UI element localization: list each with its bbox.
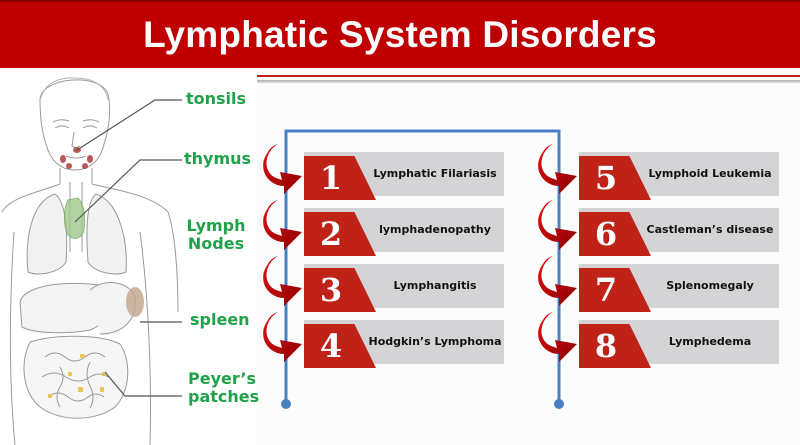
- label-spleen: spleen: [190, 310, 250, 329]
- disorder-name: Lymphoid Leukemia: [648, 167, 772, 180]
- curved-arrow-icon: [538, 256, 577, 306]
- disorder-item: 5 Lymphoid Leukemia: [579, 152, 779, 200]
- disorder-name: Splenomegaly: [666, 279, 754, 292]
- disorder-number: 4: [319, 327, 343, 365]
- disorder-item: 4 Hodgkin’s Lymphoma: [304, 320, 504, 368]
- disorder-name: Lymphatic Filariasis: [373, 167, 497, 180]
- connector-endpoint-right: [554, 399, 564, 409]
- curved-arrow-icon: [538, 312, 577, 362]
- page-title: Lymphatic System Disorders: [143, 14, 657, 55]
- disorder-item: 1 Lymphatic Filariasis: [304, 152, 504, 200]
- disorder-number: 5: [594, 159, 618, 197]
- disorder-item: 8 Lymphedema: [579, 320, 779, 368]
- disorder-name: Lymphedema: [668, 335, 752, 348]
- human-body-drawing: [1, 77, 182, 445]
- disorder-number: 1: [319, 159, 343, 197]
- curved-arrow-icon: [538, 144, 577, 194]
- disorder-number: 2: [319, 215, 343, 253]
- anatomy-illustration: tonsils thymus Lymph Nodes spleen Peyer’…: [0, 72, 260, 445]
- curved-arrow-icon: [538, 200, 577, 250]
- disorder-number: 7: [594, 271, 618, 309]
- curved-arrow-icon: [263, 200, 302, 250]
- disorder-name: lymphadenopathy: [379, 223, 491, 236]
- curved-arrow-icon: [263, 144, 302, 194]
- label-peyers-patches: Peyer’s patches: [188, 369, 260, 406]
- disorder-item: 2 lymphadenopathy: [304, 208, 504, 256]
- label-thymus: thymus: [184, 149, 252, 168]
- divider-gray: [0, 80, 800, 83]
- disorder-name: Lymphangitis: [393, 279, 477, 292]
- disorder-number: 6: [594, 215, 618, 253]
- connector-endpoint-left: [281, 399, 291, 409]
- disorder-item: 7 Splenomegaly: [579, 264, 779, 312]
- curved-arrow-icon: [263, 312, 302, 362]
- curved-arrow-icon: [263, 256, 302, 306]
- disorder-number: 8: [594, 327, 618, 365]
- label-lymph-nodes: Lymph Nodes: [186, 216, 246, 253]
- title-banner: Lymphatic System Disorders: [0, 0, 800, 68]
- disorder-item: 6 Castleman’s disease: [579, 208, 779, 256]
- disorder-item: 3 Lymphangitis: [304, 264, 504, 312]
- label-tonsils: tonsils: [186, 89, 247, 108]
- disorder-name: Hodgkin’s Lymphoma: [368, 335, 502, 348]
- disorder-name: Castleman’s disease: [646, 223, 774, 236]
- disorder-number: 3: [319, 271, 343, 309]
- divider-red: [0, 75, 800, 77]
